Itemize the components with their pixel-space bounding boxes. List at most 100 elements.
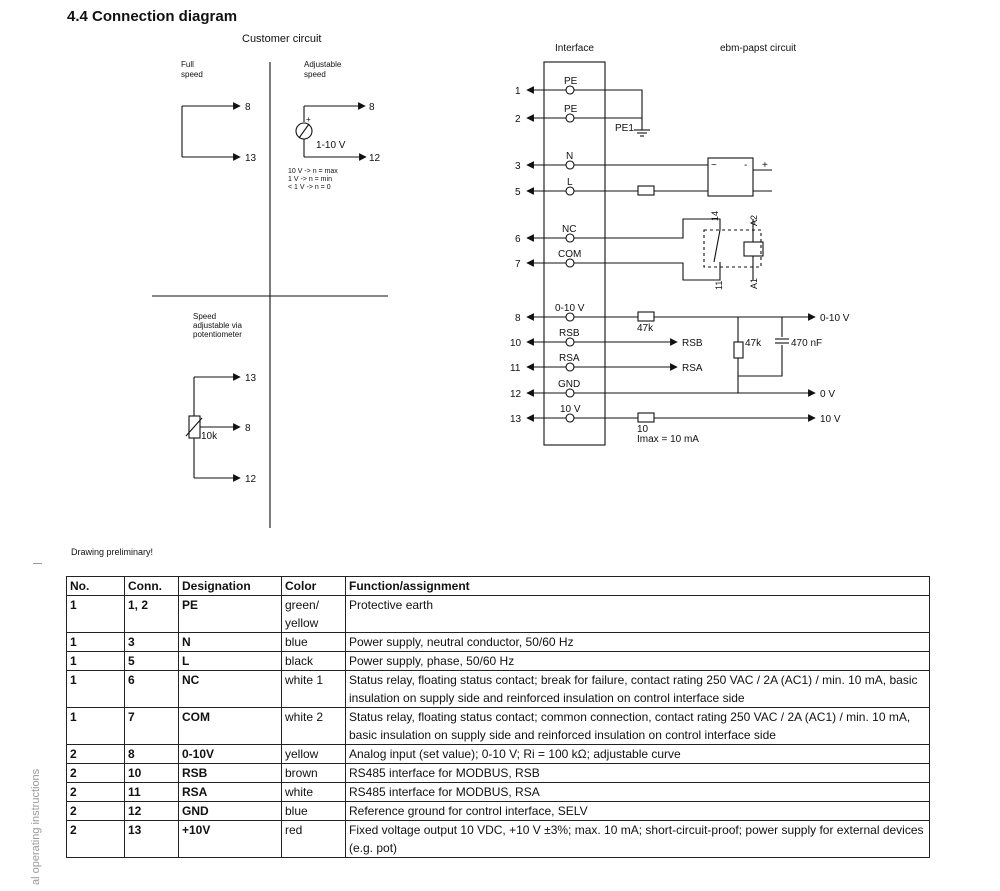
cell-designation: N xyxy=(178,632,282,652)
cell-color: black xyxy=(281,651,346,671)
relay-14: 14 xyxy=(710,211,720,221)
pot-label-2: adjustable via xyxy=(193,321,242,330)
pin-name: 10 V xyxy=(560,404,581,415)
pot-label-3: potentiometer xyxy=(193,330,242,339)
resistor-47k-pull: 47k xyxy=(745,338,762,349)
pin-number: 11 xyxy=(510,363,521,374)
cell-conn: 12 xyxy=(124,801,179,821)
preliminary-note: Drawing preliminary! xyxy=(71,547,154,557)
cell-color: white 2 xyxy=(281,707,346,745)
speed-note-3: < 1 V -> n = 0 xyxy=(288,184,331,191)
supply-minus: - xyxy=(744,160,747,171)
cell-function: Fixed voltage output 10 VDC, +10 V ±3%; … xyxy=(345,820,930,858)
cell-conn: 7 xyxy=(124,707,179,745)
connection-table: No. Conn. Designation Color Function/ass… xyxy=(66,576,930,858)
cell-function: RS485 interface for MODBUS, RSA xyxy=(345,782,930,802)
section-title: 4.4 Connection diagram xyxy=(67,8,238,25)
cell-conn: 10 xyxy=(124,763,179,783)
header-function: Function/assignment xyxy=(345,576,930,596)
pin-number: 10 xyxy=(510,338,522,349)
cell-conn: 3 xyxy=(124,632,179,652)
pin-number: 6 xyxy=(515,234,521,245)
header-no: No. xyxy=(66,576,125,596)
relay-11: 11 xyxy=(714,281,724,290)
adjustable-speed-label-2: speed xyxy=(304,70,326,79)
pin-number: 1 xyxy=(515,86,521,97)
imax-label: Imax = 10 mA xyxy=(637,434,699,445)
cell-no: 1 xyxy=(66,651,125,671)
cell-conn: 6 xyxy=(124,670,179,708)
cell-color: brown xyxy=(281,763,346,783)
terminal-13-pot: 13 xyxy=(245,373,257,384)
table-header-row: No. Conn. Designation Color Function/ass… xyxy=(66,576,930,596)
cell-no: 1 xyxy=(66,707,125,745)
resistor-10: 10 xyxy=(637,424,649,435)
cell-designation: GND xyxy=(178,801,282,821)
out-rsa: RSA xyxy=(682,363,703,374)
pin-name: PE xyxy=(564,76,578,87)
cell-conn: 1, 2 xyxy=(124,595,179,633)
cell-designation: L xyxy=(178,651,282,671)
pin-name: PE xyxy=(564,104,578,115)
pin-name: RSB xyxy=(559,328,580,339)
cell-designation: PE xyxy=(178,595,282,633)
cell-function: Power supply, phase, 50/60 Hz xyxy=(345,651,930,671)
cell-no: 1 xyxy=(66,595,125,633)
cell-function: Analog input (set value); 0-10 V; Ri = 1… xyxy=(345,744,930,764)
cell-function: Power supply, neutral conductor, 50/60 H… xyxy=(345,632,930,652)
cell-no: 1 xyxy=(66,632,125,652)
cell-designation: NC xyxy=(178,670,282,708)
pin-name: 0-10 V xyxy=(555,303,585,314)
cell-no: 2 xyxy=(66,782,125,802)
pin-name: L xyxy=(567,177,573,188)
terminal-12-adj: 12 xyxy=(369,153,381,164)
header-designation: Designation xyxy=(178,576,282,596)
pin-name: GND xyxy=(558,379,580,390)
pin-number: 2 xyxy=(515,114,521,125)
supply-plus: + xyxy=(762,160,768,171)
cell-conn: 13 xyxy=(124,820,179,858)
pin-number: 7 xyxy=(515,259,521,270)
full-speed-label-2: speed xyxy=(181,70,203,79)
cell-designation: RSB xyxy=(178,763,282,783)
cell-color: red xyxy=(281,820,346,858)
cell-color: blue xyxy=(281,632,346,652)
pin-number: 3 xyxy=(515,161,521,172)
out-0-10v: 0-10 V xyxy=(820,313,850,324)
resistor-47k-series: 47k xyxy=(637,323,654,334)
cell-no: 2 xyxy=(66,763,125,783)
cell-designation: COM xyxy=(178,707,282,745)
out-rsb: RSB xyxy=(682,338,703,349)
cell-no: 2 xyxy=(66,801,125,821)
pin-name: N xyxy=(566,151,573,162)
pe1-label: PE1 xyxy=(615,123,634,134)
cell-function: Reference ground for control interface, … xyxy=(345,801,930,821)
full-speed-label-1: Full xyxy=(181,60,194,69)
pot-value: 10k xyxy=(201,431,218,442)
cell-color: white 1 xyxy=(281,670,346,708)
adjustable-speed-label-1: Adjustable xyxy=(304,60,342,69)
pot-label-1: Speed xyxy=(193,312,216,321)
ebm-circuit-label: ebm-papst circuit xyxy=(720,43,796,54)
pin-number: 13 xyxy=(510,414,522,425)
cell-color: white xyxy=(281,782,346,802)
header-color: Color xyxy=(281,576,346,596)
cell-no: 1 xyxy=(66,670,125,708)
cell-conn: 11 xyxy=(124,782,179,802)
cell-no: 2 xyxy=(66,820,125,858)
cell-function: RS485 interface for MODBUS, RSB xyxy=(345,763,930,783)
cell-function: Protective earth xyxy=(345,595,930,633)
terminal-12-pot: 12 xyxy=(245,474,257,485)
cell-designation: +10V xyxy=(178,820,282,858)
cell-color: yellow xyxy=(281,744,346,764)
customer-circuit-label: Customer circuit xyxy=(242,33,321,45)
interface-label: Interface xyxy=(555,43,594,54)
